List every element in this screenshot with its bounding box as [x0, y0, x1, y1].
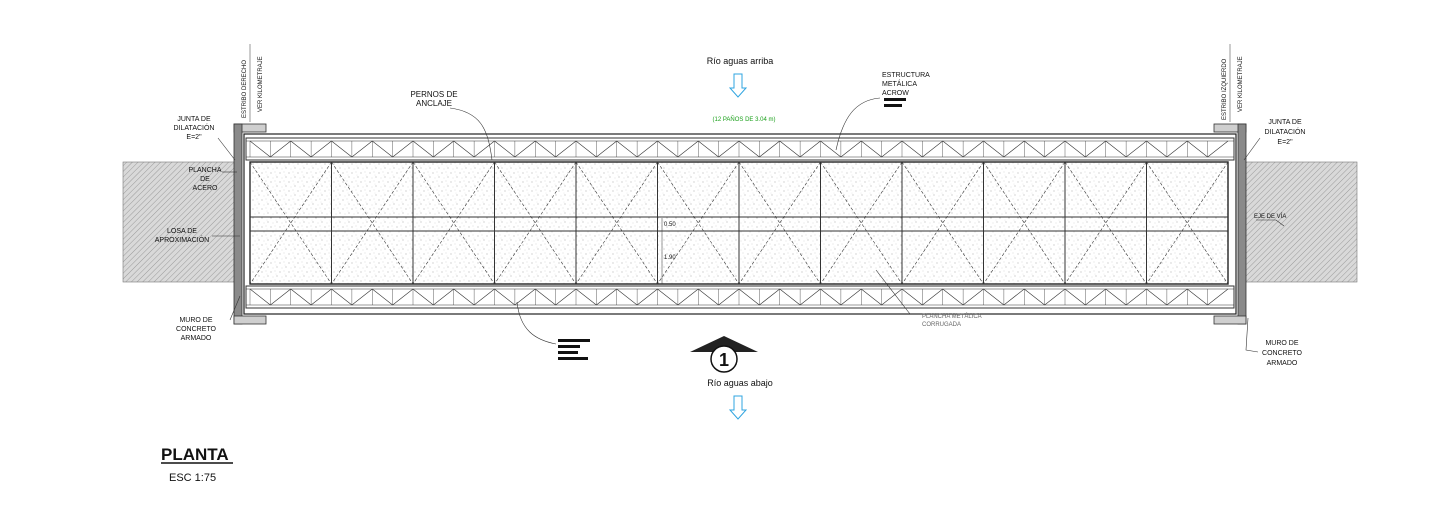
muro-right-label-3: ARMADO — [1267, 360, 1298, 367]
losa-label-1: LOSA DE — [167, 228, 197, 235]
estructura-label-3: ACROW — [882, 90, 909, 97]
muro-right-label-2: CONCRETO — [1262, 350, 1302, 357]
right-approach-slab — [1244, 161, 1358, 283]
drawing-title: PLANTA — [161, 445, 229, 464]
plancha-label-2: DE — [200, 176, 210, 183]
junta-left-label-3: E=2" — [186, 134, 202, 141]
pernos-label-1: PERNOS DE — [410, 90, 457, 99]
plancha-label-3: ACERO — [193, 185, 218, 192]
downstream-label: Río aguas abajo — [707, 378, 773, 388]
deck-bracing — [249, 161, 1229, 285]
estructura-label-1: ESTRUCTURA — [882, 72, 930, 79]
lower-truss — [245, 285, 1235, 309]
junta-right-label-2: DILATACIÓN — [1265, 127, 1306, 136]
upstream-label: Río aguas arriba — [707, 56, 774, 66]
junta-left-label-2: DILATACIÓN — [174, 123, 215, 132]
dim-label-2: 1.90 — [664, 255, 676, 261]
left-abutment — [233, 123, 267, 325]
redacted-bars-top — [884, 98, 906, 107]
right-abutment — [1213, 123, 1247, 325]
upper-truss — [245, 137, 1235, 161]
downstream-arrow-icon — [728, 395, 748, 420]
estribo-right-text-2: VER KILOMETRAJE — [1238, 56, 1244, 112]
junta-right-label-1: JUNTA DE — [1268, 119, 1302, 126]
estructura-label-2: METÁLICA — [882, 79, 917, 88]
plancha-corrugada-label-1: PLANCHA METÁLICA — [922, 313, 982, 320]
deck-outline — [243, 133, 1237, 315]
plancha-label-1: PLANCHA — [188, 167, 221, 174]
section-marker: 1 — [690, 336, 758, 373]
pernos-label-2: ANCLAJE — [416, 99, 452, 108]
section-marker-number: 1 — [719, 350, 729, 370]
leader-lines — [212, 97, 1285, 353]
estribo-left-text-2: VER KILOMETRAJE — [258, 56, 264, 112]
estribo-left-text-1: ESTRIBO DERECHO — [242, 60, 248, 118]
eje-via-label: EJE DE VÍA — [1254, 213, 1286, 220]
muro-left-label-3: ARMADO — [181, 335, 212, 342]
muro-right-label-1: MURO DE — [1265, 340, 1298, 347]
left-approach-slab — [122, 161, 236, 283]
redacted-bars-bottom — [558, 339, 590, 360]
plancha-corrugada-label-2: CORRUGADA — [922, 322, 961, 328]
drawing-scale: ESC 1:75 — [169, 472, 216, 484]
muro-left-label-2: CONCRETO — [176, 326, 216, 333]
losa-label-2: APROXIMACIÓN — [155, 235, 209, 244]
panels-note: (12 PAÑOS DE 3.04 m) — [713, 116, 776, 123]
muro-left-label-1: MURO DE — [179, 317, 212, 324]
estribo-right-text-1: ESTRIBO IZQUIERDO — [1222, 58, 1228, 120]
dim-label-1: 0.50 — [664, 222, 676, 228]
junta-left-label-1: JUNTA DE — [177, 116, 211, 123]
junta-right-label-3: E=2" — [1277, 139, 1293, 146]
upstream-arrow-icon — [728, 73, 748, 98]
